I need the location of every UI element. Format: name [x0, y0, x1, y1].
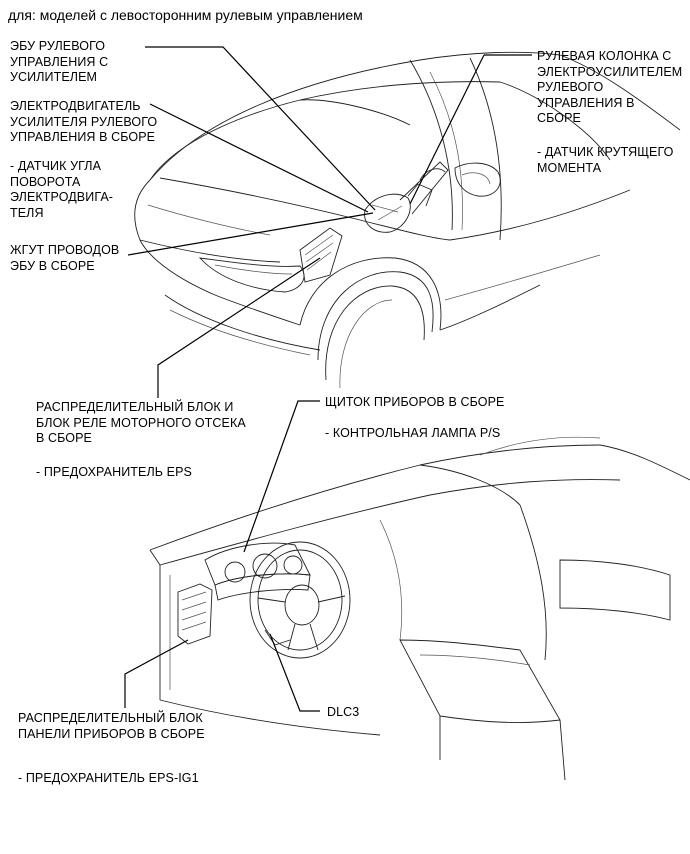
label-eps-motor: ЭЛЕКТРОДВИГАТЕЛЬ УСИЛИТЕЛЯ РУЛЕВОГО УПРА… — [10, 99, 158, 144]
label-ps-warning-lamp: - КОНТРОЛЬНАЯ ЛАМПА P/S — [325, 426, 501, 440]
car-front-drawing — [134, 51, 681, 389]
label-steering-column: РУЛЕВАЯ КОЛОНКА С ЭЛЕКТРОУСИЛИТЕЛЕМ РУЛЕ… — [537, 49, 683, 125]
leader-lines — [124, 46, 532, 712]
label-motor-angle-sensor: - ДАТЧИК УГЛА ПОВОРОТА ЭЛЕКТРОДВИГА- ТЕЛ… — [10, 159, 114, 220]
label-combination-meter: ЩИТОК ПРИБОРОВ В СБОРЕ — [325, 395, 505, 409]
label-instrument-panel-jb: РАСПРЕДЕЛИТЕЛЬНЫЙ БЛОК ПАНЕЛИ ПРИБОРОВ В… — [18, 711, 205, 741]
label-engine-relay-block: РАСПРЕДЕЛИТЕЛЬНЫЙ БЛОК И БЛОК РЕЛЕ МОТОР… — [36, 400, 246, 445]
label-torque-sensor: - ДАТЧИК КРУТЯЩЕГО МОМЕНТА — [537, 145, 674, 175]
label-dlc3: DLC3 — [327, 705, 360, 719]
label-eps-ig1-fuse: - ПРЕДОХРАНИТЕЛЬ EPS-IG1 — [18, 771, 199, 785]
label-eps-fuse: - ПРЕДОХРАНИТЕЛЬ EPS — [36, 465, 192, 479]
label-ecu-wire-harness: ЖГУТ ПРОВОДОВ ЭБУ В СБОРЕ — [10, 243, 120, 273]
diagram-header: для: моделей с левосторонним рулевым упр… — [8, 7, 363, 23]
interior-drawing — [149, 436, 690, 781]
label-steering-ecu: ЭБУ РУЛЕВОГО УПРАВЛЕНИЯ С УСИЛИТЕЛЕМ — [10, 39, 109, 84]
